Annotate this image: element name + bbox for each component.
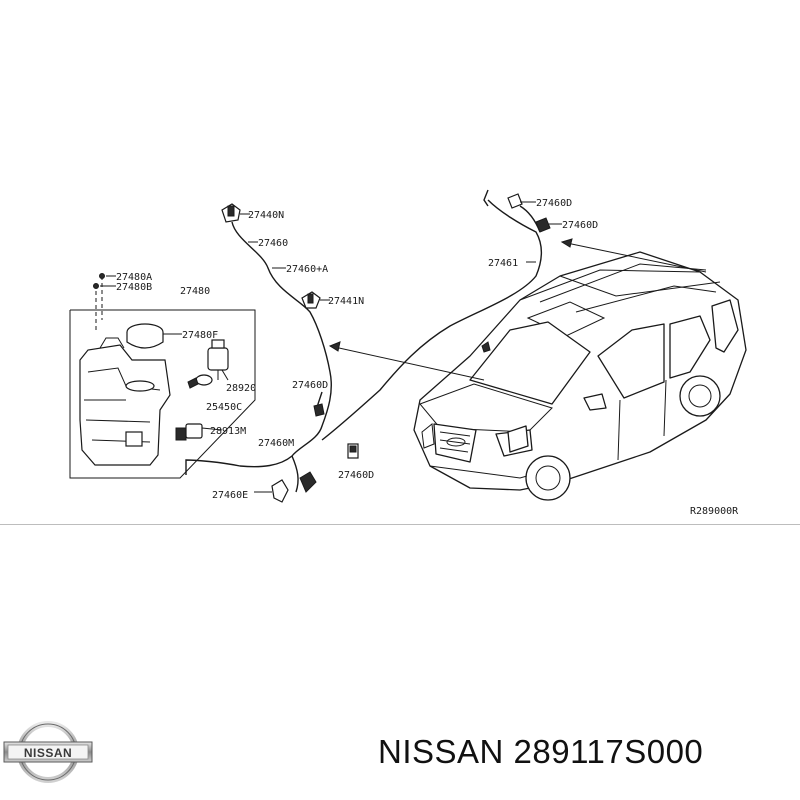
washer-system-diagram: 27440N 27460 27460+A 27441N 27480A 27480… bbox=[69, 189, 747, 517]
label-25450C: 25450C bbox=[206, 402, 242, 413]
callout-arrows bbox=[100, 201, 707, 493]
label-27480A: 27480A bbox=[116, 272, 152, 283]
part-title: NISSAN 289117S000 bbox=[378, 733, 704, 770]
label-27441N: 27441N bbox=[328, 296, 364, 307]
part-labels: 27440N 27460 27460+A 27441N 27480A 27480… bbox=[116, 198, 739, 517]
label-28920: 28920 bbox=[226, 383, 256, 394]
label-27460A: 27460+A bbox=[286, 264, 328, 275]
label-27480F: 27480F bbox=[182, 330, 218, 341]
reference-code: R289000R bbox=[690, 506, 739, 517]
label-27460E: 27460E bbox=[212, 490, 248, 501]
reservoir-assembly bbox=[69, 273, 256, 479]
label-27460D-top2: 27460D bbox=[562, 220, 598, 231]
label-27460D-top1: 27460D bbox=[536, 198, 572, 209]
label-27460D-mid: 27460D bbox=[292, 380, 328, 391]
divider-line bbox=[0, 524, 800, 525]
label-27460M: 27460M bbox=[258, 438, 294, 449]
label-27440N: 27440N bbox=[248, 210, 284, 221]
label-27460D-low: 27460D bbox=[338, 470, 374, 481]
label-27460: 27460 bbox=[258, 238, 288, 249]
suv-vehicle bbox=[413, 251, 747, 501]
label-27461: 27461 bbox=[488, 258, 518, 269]
hose-routing bbox=[185, 189, 542, 493]
logo-text: NISSAN bbox=[24, 746, 72, 760]
nissan-logo: NISSAN bbox=[3, 721, 93, 783]
label-27480: 27480 bbox=[180, 286, 210, 297]
label-28913M: 28913M bbox=[210, 426, 246, 437]
label-27480B: 27480B bbox=[116, 282, 152, 293]
nozzles-and-connectors bbox=[221, 193, 551, 503]
